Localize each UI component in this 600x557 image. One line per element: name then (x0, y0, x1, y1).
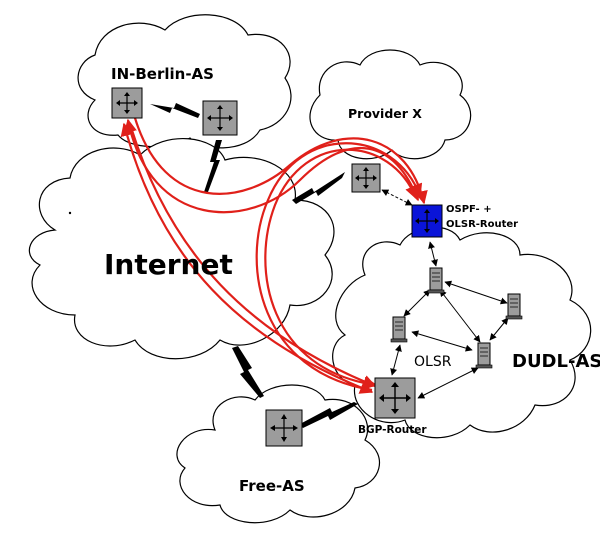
label-internet: Internet (104, 248, 233, 281)
route-arc (120, 122, 374, 394)
label-olsr: OLSR (414, 354, 452, 370)
mesh-link (428, 241, 438, 267)
mesh-link (411, 330, 473, 352)
label-ospf-1: OSPF- + (446, 204, 492, 215)
router-icon (202, 100, 238, 136)
lightning-bolt-icon (292, 172, 345, 204)
label-provider-x: Provider X (348, 106, 422, 121)
lightning-bolt-icon (300, 402, 358, 428)
label-in-berlin: IN-Berlin-AS (111, 65, 214, 83)
stray-dot (68, 211, 72, 215)
server-icon (427, 267, 445, 294)
mesh-link (439, 289, 481, 343)
server-icon (390, 316, 408, 343)
ospf-router-icon (411, 204, 443, 238)
label-dudl: DUDL-AS (512, 351, 600, 372)
router-icon (111, 87, 143, 119)
route-arc (255, 142, 423, 392)
bgp-router-icon (374, 377, 416, 419)
label-free-as: Free-AS (239, 477, 305, 495)
mesh-link (417, 367, 479, 399)
router-icon (265, 409, 303, 447)
dashed-link (381, 189, 413, 206)
dudl-as-cloud (332, 226, 592, 439)
lightning-bolt-icon (232, 346, 264, 398)
label-bgp: BGP-Router (358, 424, 427, 436)
route-arc (264, 148, 418, 390)
server-icon (505, 293, 523, 320)
lightning-bolt-icon (150, 103, 200, 118)
provider-x-cloud (309, 49, 472, 160)
server-icon (475, 342, 493, 369)
mesh-link (489, 317, 509, 341)
router-icon (351, 163, 381, 193)
label-ospf-2: OLSR-Router (446, 219, 518, 230)
route-arc (128, 123, 377, 388)
